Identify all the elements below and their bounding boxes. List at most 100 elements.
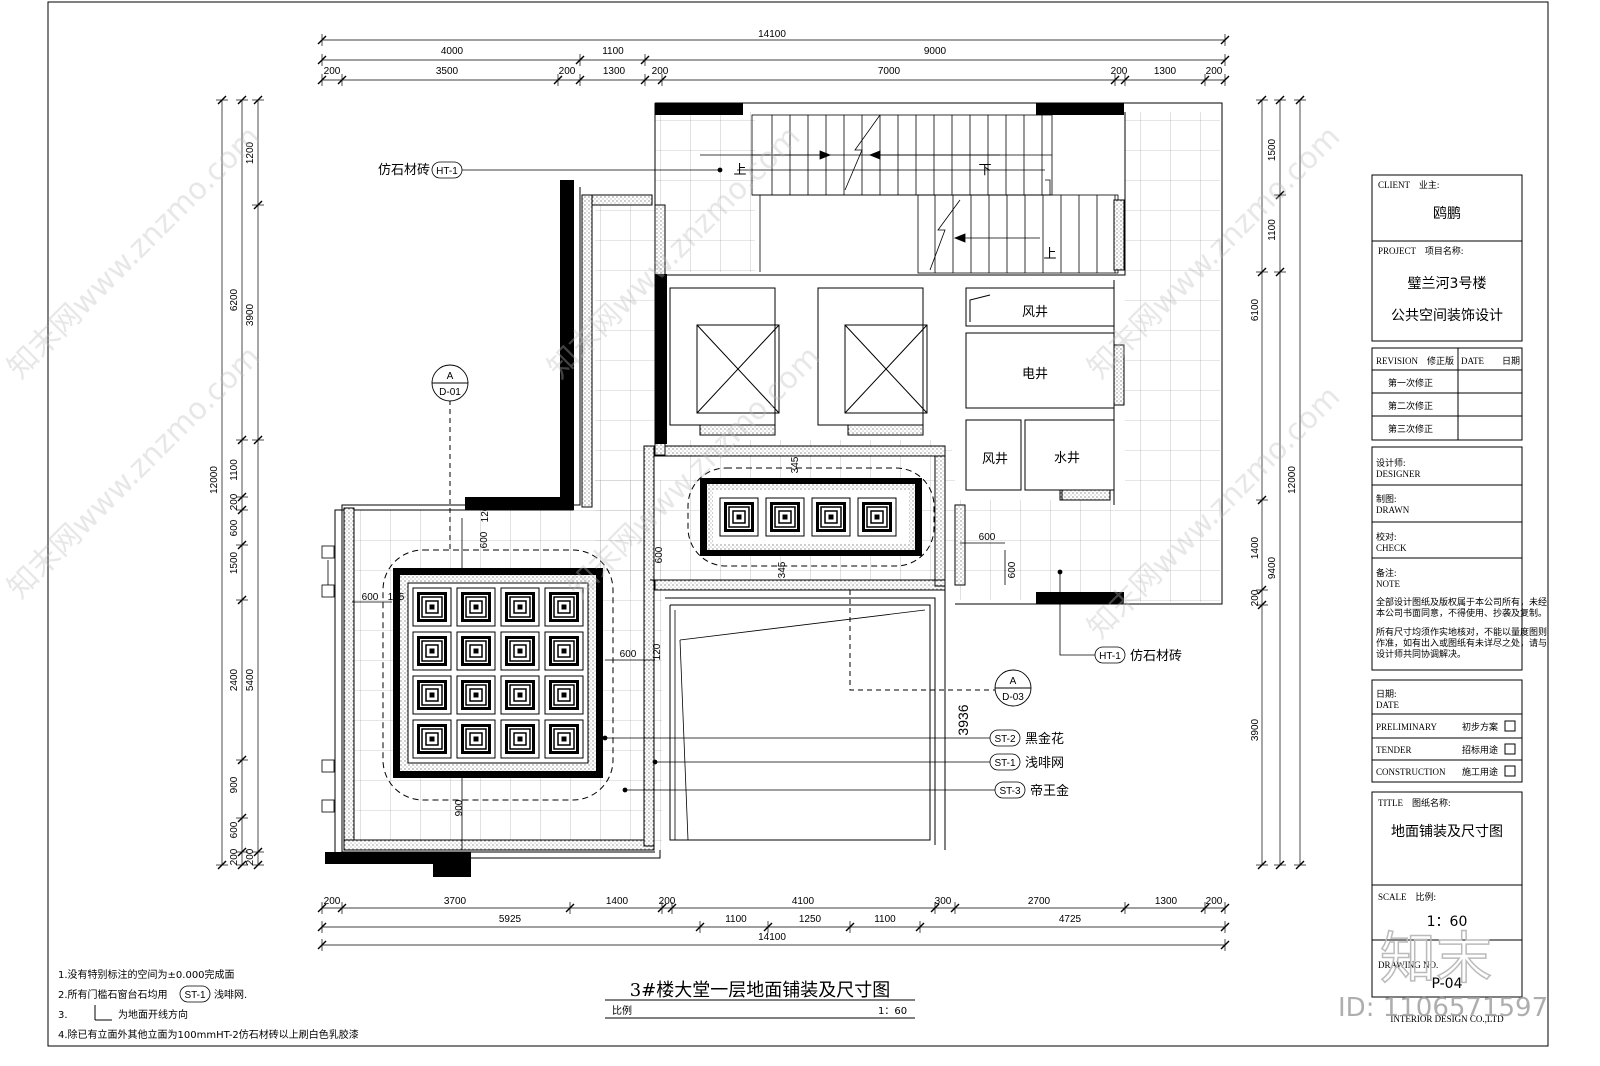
- callout-ht1-top-text: 仿石材砖: [378, 163, 430, 178]
- dim-inner-2: 600: [362, 592, 379, 603]
- side-dimensions: [216, 95, 1306, 870]
- room-electric-shaft: 电井: [1022, 367, 1048, 382]
- door-markers: [321, 545, 335, 813]
- floor-direction-icon: [94, 1005, 112, 1021]
- note-1: 1.没有特别标注的空间为±0.000完成面: [58, 968, 235, 981]
- tb-drawn-label: 制图:: [1376, 493, 1397, 504]
- tag-st2: [989, 729, 1021, 747]
- tb-check-en: CHECK: [1376, 543, 1407, 553]
- tb-date-en: DATE: [1376, 700, 1399, 710]
- tb-company: INTERIOR DESIGN CO.,LTD: [1390, 1014, 1504, 1024]
- section-a2-bottom: D-03: [1002, 692, 1024, 703]
- tb-phase-1-en: PRELIMINARY: [1376, 722, 1438, 732]
- dim-left-o4: 1500: [229, 551, 240, 574]
- dim-top-r2-1: 1100: [602, 46, 624, 57]
- tb-revision-1: 第一次修正: [1388, 377, 1433, 388]
- material-tags: [179, 161, 1126, 1003]
- drawing-title: 3#楼大堂一层地面铺装及尺寸图: [630, 980, 891, 1001]
- tb-revision-3: 第三次修正: [1388, 423, 1433, 434]
- tag-st3: [994, 781, 1026, 799]
- title-block-frame: [605, 174, 1523, 1019]
- tb-project-line2: 公共空间装饰设计: [1391, 308, 1503, 324]
- section-markers: [431, 364, 1032, 707]
- callout-st1-tag: ST-1: [994, 758, 1016, 769]
- dim-left-o2: 200: [229, 493, 240, 510]
- medallion-tile: [500, 631, 540, 671]
- medallion-tile: [811, 497, 851, 537]
- dim-bot-r1-1: 3700: [444, 896, 467, 907]
- medallion-tile: [544, 631, 584, 671]
- dim-left-o1: 1100: [229, 459, 240, 481]
- medallion-tile: [456, 719, 496, 759]
- dim-top-r2-0: 4000: [441, 46, 464, 57]
- tb-scale-value: 1：60: [1427, 914, 1468, 930]
- tb-client-label: CLIENT 业主:: [1378, 179, 1439, 190]
- staircase: [700, 114, 1119, 274]
- tb-note-line-3: 所有尺寸均须作实地核对，不能以量度图则: [1376, 626, 1547, 637]
- note-3b: 为地面开线方向: [118, 1008, 188, 1021]
- dim-left-o5: 2400: [229, 668, 240, 691]
- dim-top-r3-1: 3500: [436, 66, 459, 77]
- callout-ht1-bottom-tag: HT-1: [1099, 651, 1121, 662]
- dim-left-o0: 6200: [229, 288, 240, 311]
- tb-scale-label: SCALE 比例:: [1378, 891, 1436, 902]
- tb-note-line-4: 作准，如有出入或图纸有未详尽之处，请与: [1376, 637, 1547, 648]
- callout-ht1-bottom-text: 仿石材砖: [1130, 649, 1182, 664]
- dim-top-r3-3: 1300: [603, 66, 626, 77]
- dim-bot-r1-4: 4100: [792, 896, 815, 907]
- note-4: 4.除已有立面外其他立面为100mmHT-2仿石材砖以上刷白色乳胶漆: [58, 1028, 359, 1041]
- callout-st2-text: 黑金花: [1025, 731, 1064, 747]
- dim-left-total: 12000: [209, 466, 220, 494]
- tag-st1: [989, 753, 1021, 771]
- dim-top-r3-0: 200: [324, 66, 341, 77]
- medallion-tile: [412, 587, 452, 627]
- callout-st3-tag: ST-3: [999, 786, 1021, 797]
- medallion-tile: [719, 497, 759, 537]
- dim-bot-r2-1: 1100: [725, 914, 747, 925]
- dim-left-i0: 1200: [245, 141, 256, 164]
- dim-right-o2: 6100: [1250, 298, 1261, 321]
- note-3: 3.: [58, 1010, 68, 1021]
- tb-date-label: DATE 日期: [1461, 356, 1520, 366]
- dim-bot-r1-8: 200: [1206, 896, 1223, 907]
- dim-bot-r2-3: 1100: [874, 914, 896, 925]
- tb-drawing-no: P-04: [1431, 976, 1462, 992]
- tb-date-label2: 日期:: [1376, 689, 1397, 699]
- tb-phase-2-en: TENDER: [1376, 745, 1412, 755]
- room-wind-shaft-1: 风井: [1022, 305, 1048, 320]
- tb-note-line-1: 全部设计图纸及版权属于本公司所有，未经: [1376, 596, 1547, 607]
- drawing-scale-value: 1：60: [878, 1006, 907, 1017]
- tb-title-label: TITLE 图纸名称:: [1378, 797, 1451, 808]
- dim-right-total: 12000: [1287, 466, 1298, 494]
- medallion-tile: [544, 719, 584, 759]
- section-a2-top: A: [1010, 676, 1017, 687]
- tb-project-line1: 璧兰河3号楼: [1408, 275, 1487, 292]
- dim-inner-9: 120: [652, 643, 663, 660]
- dim-left-o6: 900: [229, 776, 240, 793]
- dim-bot-r1-7: 1300: [1155, 896, 1178, 907]
- dim-right-o0: 1500: [1267, 138, 1278, 161]
- tb-designer-label: 设计师:: [1376, 457, 1406, 468]
- dim-inner-11: 900: [454, 799, 465, 816]
- tag-note-st1: [179, 985, 211, 1003]
- medallion-tile: [857, 497, 897, 537]
- dim-top-r2-2: 9000: [924, 46, 947, 57]
- dim-inner-7: 345: [790, 456, 801, 473]
- small-medallion-pattern: [687, 467, 935, 567]
- medallion-tile: [500, 675, 540, 715]
- dim-left-o8: 200: [229, 848, 240, 865]
- medallion-tile: [456, 587, 496, 627]
- note-2b: 浅啡网.: [214, 988, 247, 1001]
- watermark-2: 知末网www.znzmo.com: [1, 339, 267, 605]
- section-lines: [449, 400, 995, 691]
- dim-bot-r1-2: 1400: [606, 896, 629, 907]
- tb-client-value: 鸥鹏: [1433, 205, 1461, 222]
- lower-room: [674, 609, 926, 841]
- dim-top-r3-8: 200: [1206, 66, 1223, 77]
- room-water-shaft: 水井: [1054, 451, 1080, 466]
- tb-phase-1-cn: 初步方案: [1462, 721, 1498, 732]
- solid-walls: [325, 103, 1124, 877]
- medallion-tile: [456, 631, 496, 671]
- room-wind-shaft-2: 风井: [982, 452, 1008, 467]
- dim-bot-r1-6: 2700: [1028, 896, 1051, 907]
